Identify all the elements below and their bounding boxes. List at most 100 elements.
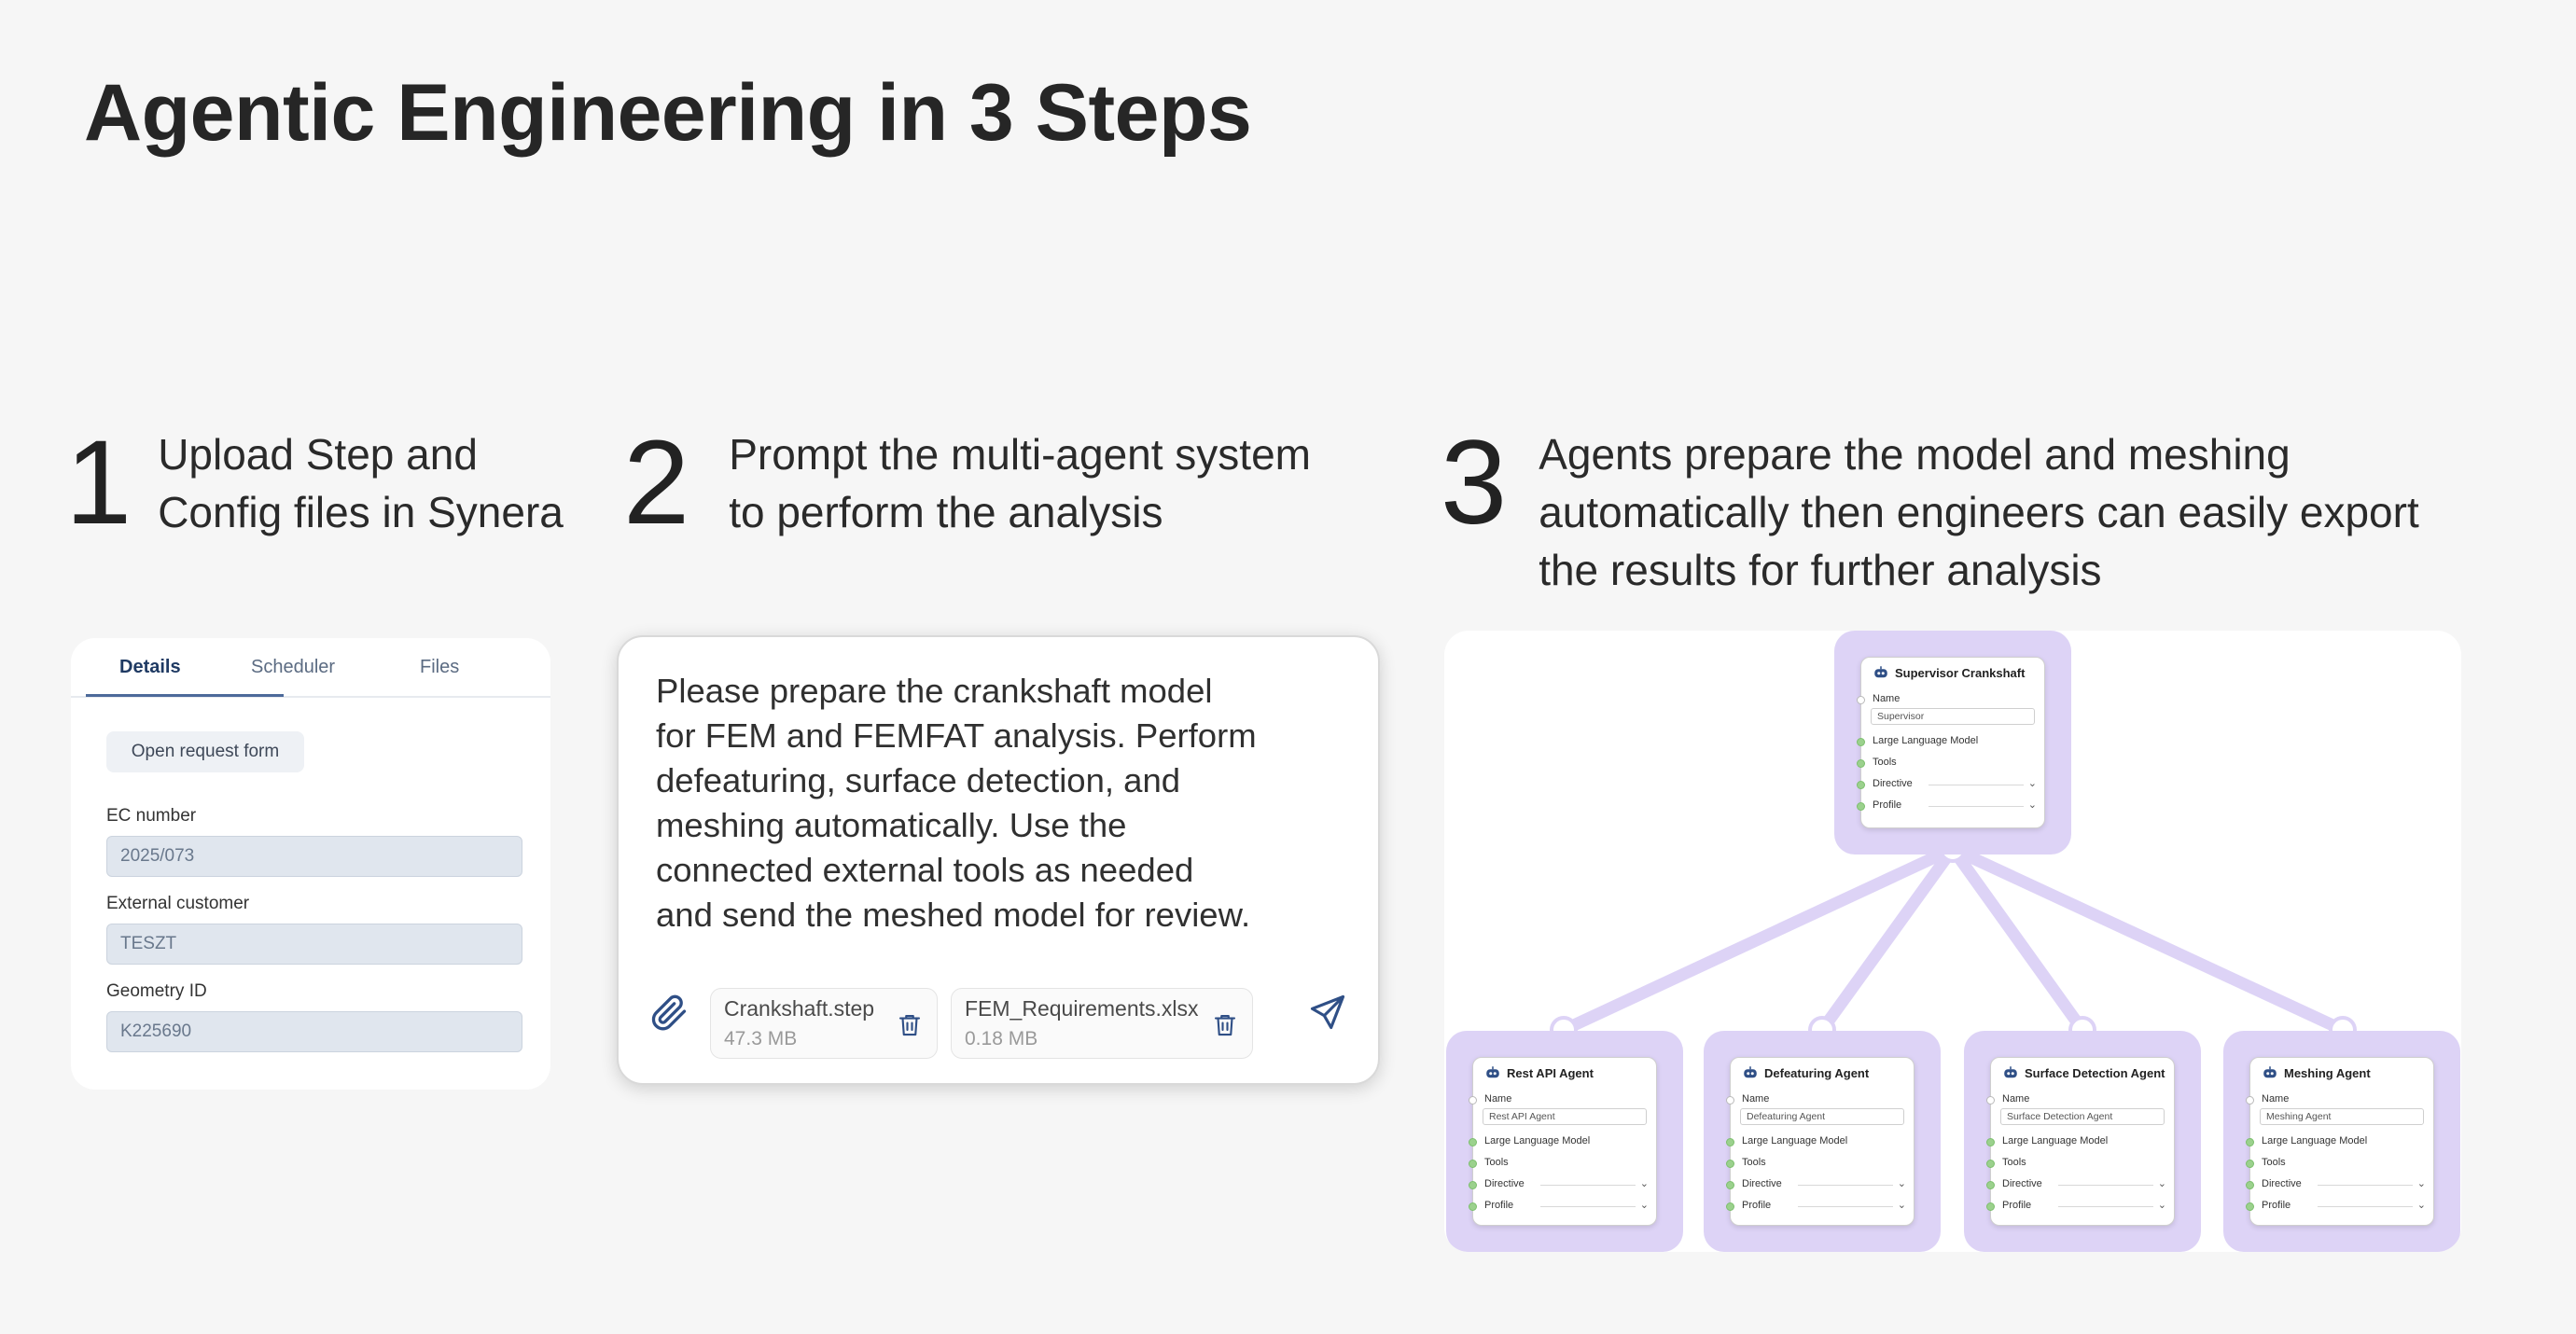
- chevron-down-icon[interactable]: ⌄: [1897, 1200, 1906, 1211]
- prompt-line: connected external tools as needed: [656, 851, 1194, 889]
- chevron-down-icon[interactable]: ⌄: [2157, 1200, 2166, 1211]
- geometry-id-field[interactable]: K225690: [106, 1011, 522, 1052]
- paperclip-icon[interactable]: [648, 992, 689, 1033]
- tab-files[interactable]: Files: [420, 657, 460, 677]
- field-label: Name: [1484, 1093, 1512, 1105]
- tab-scheduler[interactable]: Scheduler: [251, 657, 336, 677]
- step-number: 1: [65, 416, 132, 549]
- chevron-down-icon[interactable]: ⌄: [2027, 778, 2037, 789]
- step-1: 1 Upload Step and Config files in Synera: [65, 416, 564, 543]
- field-label: Tools: [2262, 1157, 2286, 1168]
- ec-number-field[interactable]: 2025/073: [106, 836, 522, 877]
- step-description: Agents prepare the model and meshing aut…: [1539, 425, 2419, 599]
- geometry-id-label: Geometry ID: [106, 981, 207, 1001]
- agent-card: Defeaturing Agent Name Defeaturing Agent…: [1726, 1057, 1915, 1226]
- chevron-down-icon[interactable]: ⌄: [2416, 1178, 2426, 1189]
- attachment-chip: Crankshaft.step 47.3 MB: [710, 988, 938, 1059]
- agent-card: Rest API Agent Name Rest API Agent Large…: [1469, 1057, 1657, 1226]
- field-label: Large Language Model: [1873, 735, 1979, 746]
- agent-name-input[interactable]: Surface Detection Agent: [2000, 1108, 2165, 1125]
- field-label: Name: [2262, 1093, 2290, 1105]
- page-title: Agentic Engineering in 3 Steps: [84, 68, 1252, 158]
- attachment-size: 47.3 MB: [724, 1028, 798, 1049]
- agent-title: Surface Detection Agent: [2025, 1065, 2165, 1080]
- worker-node[interactable]: Rest API Agent Name Rest API Agent Large…: [1446, 1031, 1683, 1252]
- chevron-down-icon[interactable]: ⌄: [2416, 1200, 2426, 1211]
- chevron-down-icon[interactable]: ⌄: [2157, 1178, 2166, 1189]
- step-number: 3: [1441, 416, 1508, 549]
- step-line: Upload Step and: [158, 430, 478, 479]
- ec-number-label: EC number: [106, 806, 197, 826]
- worker-node[interactable]: Meshing Agent Name Meshing Agent Large L…: [2223, 1031, 2460, 1252]
- trash-icon[interactable]: [896, 1009, 924, 1041]
- field-label: Directive: [1484, 1178, 1525, 1189]
- chevron-down-icon[interactable]: ⌄: [2027, 799, 2037, 811]
- card-header: Rest API Agent: [1484, 1065, 1594, 1080]
- card-header: Defeaturing Agent: [1742, 1065, 1869, 1080]
- field-label: Large Language Model: [2002, 1135, 2109, 1146]
- active-tab-indicator: [86, 694, 284, 697]
- chevron-down-icon[interactable]: ⌄: [1639, 1200, 1649, 1211]
- agent-name-input[interactable]: Defeaturing Agent: [1740, 1108, 1904, 1125]
- agent-name-input[interactable]: Meshing Agent: [2260, 1108, 2424, 1125]
- agent-card: Meshing Agent Name Meshing Agent Large L…: [2246, 1057, 2434, 1226]
- agent-card: Supervisor Crankshaft Name Supervisor La…: [1857, 657, 2045, 828]
- chevron-down-icon[interactable]: ⌄: [1897, 1178, 1906, 1189]
- field-label: Tools: [1873, 757, 1897, 768]
- agent-card: Surface Detection Agent Name Surface Det…: [1986, 1057, 2175, 1226]
- tab-details[interactable]: Details: [119, 657, 181, 677]
- field-label: Profile: [1484, 1200, 1514, 1211]
- worker-node[interactable]: Surface Detection Agent Name Surface Det…: [1964, 1031, 2201, 1252]
- field-label: Profile: [1873, 799, 1902, 811]
- field-label: Large Language Model: [1742, 1135, 1848, 1146]
- field-label: Large Language Model: [1484, 1135, 1591, 1146]
- prompt-line: defeaturing, surface detection, and: [656, 761, 1181, 799]
- field-label: Profile: [2262, 1200, 2291, 1211]
- agent-name-input[interactable]: Rest API Agent: [1483, 1108, 1647, 1125]
- step-line: to perform the analysis: [729, 488, 1163, 536]
- step-line: Config files in Synera: [158, 488, 564, 536]
- worker-node[interactable]: Defeaturing Agent Name Defeaturing Agent…: [1704, 1031, 1941, 1252]
- chevron-down-icon[interactable]: ⌄: [1639, 1178, 1649, 1189]
- step-3: 3 Agents prepare the model and meshing a…: [1441, 416, 2419, 599]
- trash-icon[interactable]: [1211, 1009, 1239, 1041]
- field-label: Large Language Model: [2262, 1135, 2368, 1146]
- step-description: Upload Step and Config files in Synera: [158, 425, 564, 541]
- attachment-chip: FEM_Requirements.xlsx 0.18 MB: [951, 988, 1253, 1059]
- prompt-line: and send the meshed model for review.: [656, 896, 1251, 934]
- agent-title: Rest API Agent: [1507, 1065, 1594, 1080]
- attachment-name: Crankshaft.step: [724, 996, 875, 1021]
- agent-title: Defeaturing Agent: [1764, 1065, 1870, 1080]
- card-header: Meshing Agent: [2262, 1065, 2371, 1080]
- robot-icon: [1874, 666, 1887, 678]
- field-label: Tools: [2002, 1157, 2026, 1168]
- step-line: the results for further analysis: [1539, 546, 2102, 594]
- request-form-panel: Details Scheduler Files Open request for…: [71, 638, 550, 1090]
- field-label: Name: [1742, 1093, 1770, 1105]
- robot-icon: [2004, 1066, 2017, 1078]
- supervisor-node[interactable]: Supervisor Crankshaft Name Supervisor La…: [1834, 631, 2071, 855]
- field-label: Name: [2002, 1093, 2030, 1105]
- field-label: Directive: [1873, 778, 1913, 789]
- agent-name-input[interactable]: Supervisor: [1871, 708, 2035, 725]
- open-request-form-button[interactable]: Open request form: [106, 731, 304, 772]
- field-label: Directive: [2262, 1178, 2302, 1189]
- agent-title: Meshing Agent: [2284, 1065, 2371, 1080]
- step-description: Prompt the multi-agent system to perform…: [729, 425, 1311, 541]
- card-header: Supervisor Crankshaft: [1873, 665, 2025, 680]
- field-label: Directive: [2002, 1178, 2042, 1189]
- prompt-line: Please prepare the crankshaft model: [656, 672, 1213, 710]
- attachment-size: 0.18 MB: [965, 1028, 1038, 1049]
- field-label: Tools: [1742, 1157, 1766, 1168]
- send-icon[interactable]: [1307, 992, 1348, 1033]
- agent-graph-panel: Supervisor Crankshaft Name Supervisor La…: [1444, 631, 2461, 1252]
- field-label: Tools: [1484, 1157, 1509, 1168]
- prompt-input[interactable]: Please prepare the crankshaft model for …: [656, 669, 1346, 938]
- prompt-panel: Please prepare the crankshaft model for …: [617, 635, 1380, 1085]
- external-customer-label: External customer: [106, 894, 250, 913]
- prompt-line: for FEM and FEMFAT analysis. Perform: [656, 716, 1257, 755]
- tab-bar: Details Scheduler Files: [71, 638, 550, 698]
- field-label: Profile: [1742, 1200, 1772, 1211]
- step-number: 2: [623, 416, 690, 549]
- external-customer-field[interactable]: TESZT: [106, 924, 522, 965]
